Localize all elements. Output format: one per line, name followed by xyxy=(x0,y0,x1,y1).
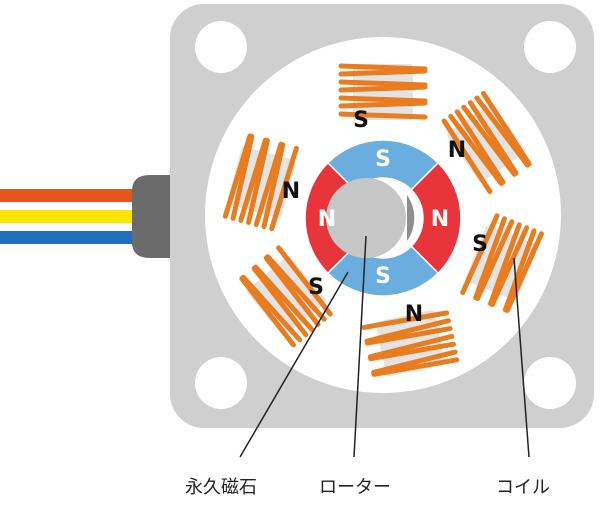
coil xyxy=(361,310,460,377)
coil-winding xyxy=(338,95,428,104)
coil-winding xyxy=(265,254,327,322)
coil xyxy=(239,245,333,348)
coil-pole-label: S xyxy=(308,275,324,300)
coil-winding xyxy=(338,63,428,72)
mounting-hole xyxy=(195,357,247,409)
coil-winding xyxy=(238,137,268,223)
stator-coils xyxy=(222,63,544,377)
coil-winding xyxy=(338,84,428,93)
coil-winding xyxy=(364,326,453,346)
coil-winding xyxy=(364,318,451,344)
cable-connector xyxy=(132,175,172,258)
magnet-segment-south xyxy=(326,245,440,297)
coil-winding xyxy=(454,109,506,185)
rotor-pole-label: S xyxy=(375,147,391,172)
coil-pole-label: S xyxy=(472,232,488,257)
coil-winding xyxy=(474,95,531,168)
coil-winding xyxy=(480,90,532,167)
leader-line-coil xyxy=(513,257,530,458)
coil-winding xyxy=(261,142,286,230)
rotor-pole-label: N xyxy=(318,207,336,232)
coil-winding xyxy=(361,310,450,330)
coil-winding xyxy=(467,100,519,176)
coil-winding xyxy=(246,138,270,225)
coil-winding xyxy=(473,216,507,301)
callout-coil: コイル xyxy=(496,477,550,498)
coil-winding xyxy=(368,341,456,362)
coil-winding xyxy=(338,111,428,120)
coil-winding xyxy=(253,141,284,228)
coil-winding xyxy=(371,357,460,377)
coil-winding xyxy=(504,231,544,314)
coil-winding xyxy=(251,265,309,338)
coil-winding xyxy=(276,245,333,317)
magnet-segment-north xyxy=(410,161,462,275)
coil-winding xyxy=(475,219,515,302)
coil xyxy=(460,213,544,314)
wire-blue xyxy=(0,231,140,244)
coil-winding xyxy=(448,113,504,186)
coil-winding xyxy=(488,222,522,307)
wire-orange xyxy=(0,189,140,202)
coil xyxy=(441,90,532,194)
coil-winding xyxy=(502,228,537,313)
coil-winding xyxy=(367,333,455,360)
leader-line-magnet xyxy=(239,271,349,458)
coil-winding xyxy=(338,68,428,77)
callout-rotor: ローター xyxy=(319,477,391,498)
coil-winding xyxy=(230,133,255,221)
coil-winding xyxy=(222,133,253,219)
coil-pole-label: S xyxy=(353,108,369,133)
coil-winding xyxy=(269,145,299,232)
coil-winding xyxy=(461,104,517,177)
coil-pole-label: N xyxy=(448,138,466,163)
rotor-hub-flat xyxy=(407,195,415,241)
coil xyxy=(338,63,428,120)
mounting-holes xyxy=(195,21,576,409)
callout-permanent-magnet: 永久磁石 xyxy=(185,477,257,498)
leader-line-rotor xyxy=(353,235,367,458)
coil xyxy=(222,133,299,232)
coil-winding xyxy=(263,255,321,327)
coil-winding xyxy=(460,213,500,296)
coil-winding xyxy=(240,274,303,343)
rotor-pole-label: S xyxy=(375,264,391,289)
coil-winding xyxy=(441,118,493,194)
coil-winding xyxy=(338,79,428,88)
leader-lines xyxy=(239,235,530,458)
wire-yellow xyxy=(0,210,140,223)
mounting-hole xyxy=(195,21,247,73)
mounting-hole xyxy=(524,357,576,409)
coil-winding xyxy=(371,349,458,375)
coil-winding xyxy=(253,264,315,332)
coil-winding xyxy=(338,100,428,109)
coil-winding xyxy=(239,276,297,348)
rotor-hub xyxy=(326,178,406,258)
lead-wires xyxy=(0,189,140,244)
mounting-hole xyxy=(524,21,576,73)
coil-winding xyxy=(489,225,530,308)
rotor-pole-label: N xyxy=(431,207,449,232)
coil-pole-label: N xyxy=(282,179,300,204)
coil-pole-label: N xyxy=(405,302,423,327)
